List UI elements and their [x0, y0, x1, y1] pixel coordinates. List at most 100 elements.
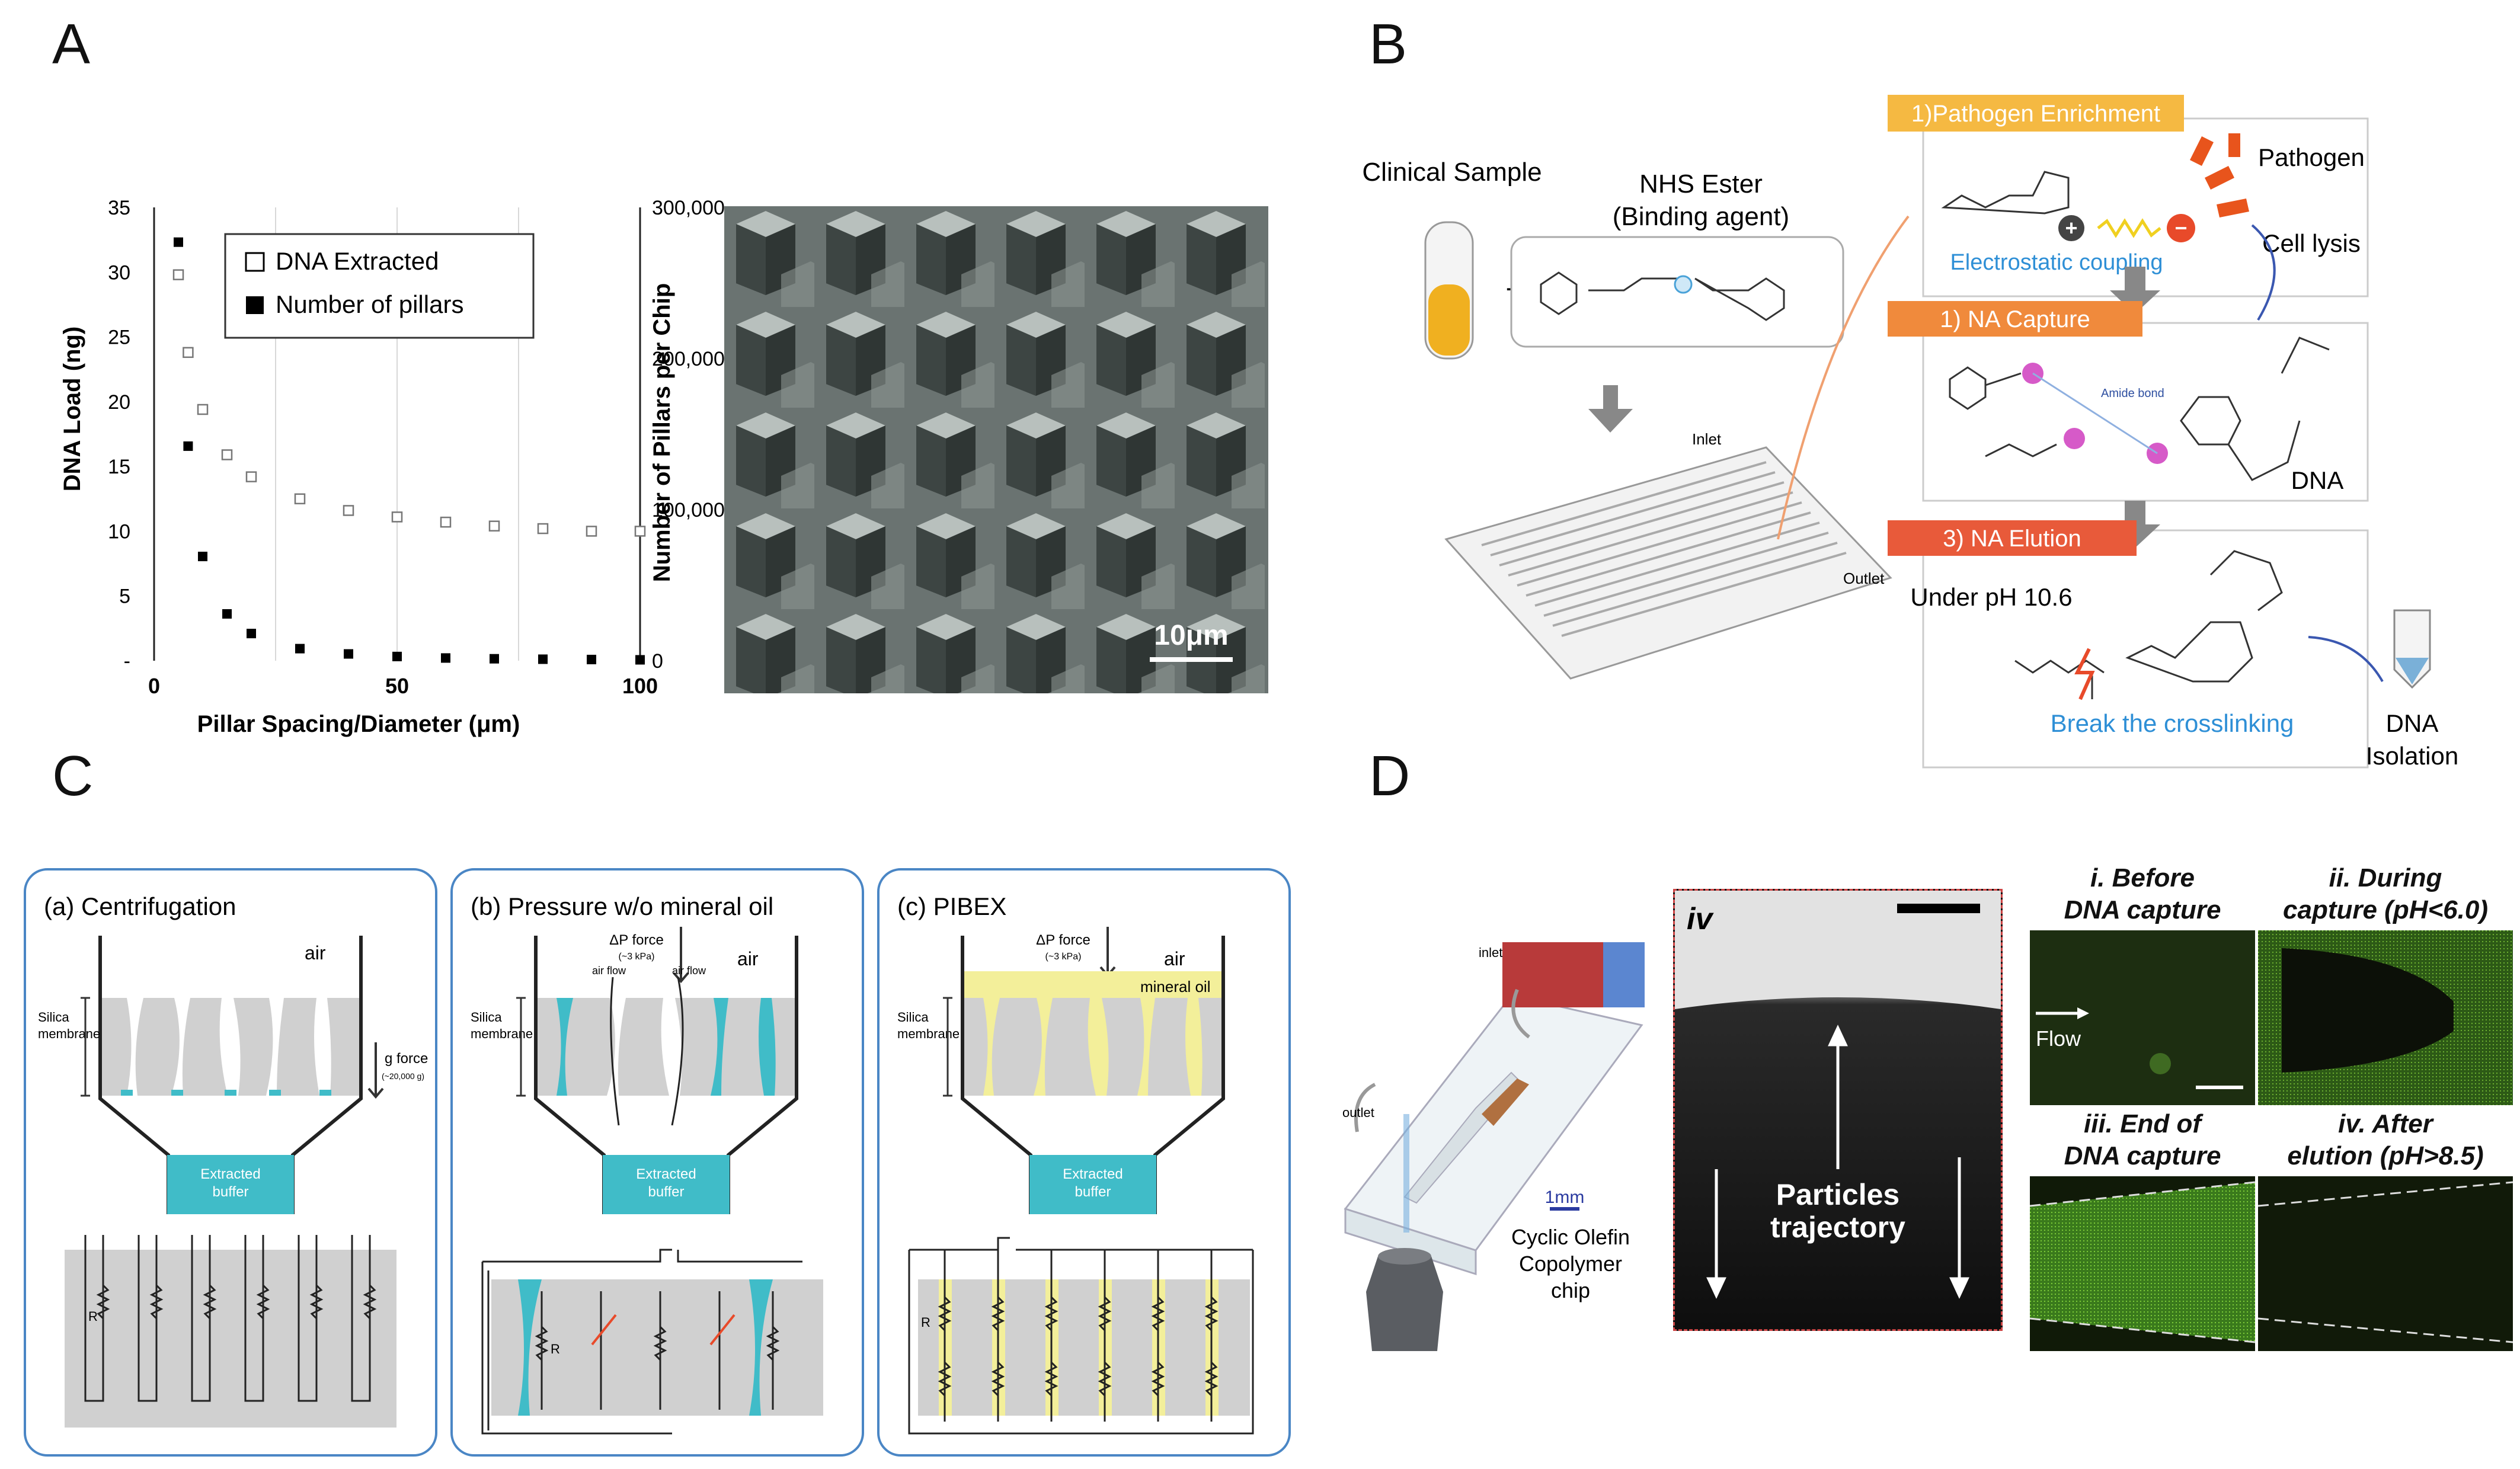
step2-label: 1) NA Capture	[1940, 306, 2090, 332]
g-force-value: (~20,000 g)	[382, 1071, 424, 1081]
panel-label-a: A	[52, 12, 91, 76]
buffer-label: buffer	[213, 1184, 249, 1200]
isolation-arrow-icon	[2308, 636, 2384, 682]
dna-isolation-label-line2: Isolation	[2366, 742, 2458, 770]
silica-label: Silica	[897, 1010, 929, 1025]
extracted-label: Extracted	[636, 1166, 696, 1182]
buffer-label: buffer	[648, 1184, 685, 1200]
positive-charge-icon	[2058, 215, 2084, 241]
extracted-buffer	[167, 1155, 294, 1214]
step1-header	[1888, 95, 2184, 132]
g-force-arrow-icon	[367, 1042, 384, 1099]
magnet-red-icon	[1502, 942, 1603, 1007]
y-left-tick-label: 15	[108, 456, 130, 478]
pathogen-icon	[2190, 133, 2249, 217]
data-point-number-of-pillars	[635, 655, 645, 665]
chart-legend	[224, 233, 535, 339]
x-axis-title: Pillar Spacing/Diameter (μm)	[197, 711, 520, 737]
pathogen-label: Pathogen	[2258, 143, 2365, 171]
membrane-label: membrane	[38, 1026, 100, 1041]
image-i-caption-line2: DNA capture	[2064, 895, 2221, 924]
ester-molecule-icon	[1941, 171, 2070, 215]
trajectory-label: trajectory	[1770, 1211, 1905, 1244]
data-point-dna-extracted	[586, 526, 597, 537]
x-tick-label: 50	[385, 674, 409, 698]
extracted-buffer	[1029, 1155, 1156, 1214]
data-point-dna-extracted	[488, 520, 500, 532]
cell-lysis-label: Cell lysis	[2262, 229, 2361, 257]
capture-molecule-icon	[1949, 366, 2057, 457]
y-right-tick-label: 200,000	[652, 348, 725, 370]
clinical-sample-label: Clinical Sample	[1363, 158, 1542, 187]
silica-label: Silica	[38, 1010, 69, 1025]
flow-label: Flow	[2036, 1026, 2081, 1051]
y-right-tick-label: 0	[652, 650, 663, 673]
step2-header	[1888, 301, 2142, 337]
extracted-label: Extracted	[200, 1166, 260, 1182]
legend-label-dna-extracted: DNA Extracted	[276, 247, 439, 275]
nhs-ester-structure-box	[1510, 236, 1844, 348]
pressure-panel: (b) Pressure w/o mineral oil ΔP force (~…	[450, 868, 864, 1457]
magnet-blue-icon	[1603, 942, 1645, 1007]
chip-label-line1: Cyclic Olefin	[1511, 1225, 1630, 1249]
sem-image: 10μm	[724, 206, 1268, 693]
dp-force-label: ΔP force	[1036, 932, 1090, 948]
data-point-number-of-pillars	[587, 654, 596, 664]
panel-label-b: B	[1369, 12, 1408, 76]
fluorescence-image-iv	[2257, 1176, 2513, 1351]
iv-tag: iv	[1687, 902, 1714, 936]
negative-charge-icon	[2167, 214, 2195, 242]
data-point-number-of-pillars	[490, 654, 499, 664]
data-point-dna-extracted	[537, 523, 549, 535]
extracted-buffer	[603, 1155, 730, 1214]
resistor-label: R	[921, 1315, 930, 1330]
data-point-number-of-pillars	[247, 629, 256, 639]
air-label: air	[737, 948, 759, 969]
panel-b-workflow: Clinical Sample + NHS Ester (Binding age…	[1363, 95, 2458, 770]
image-iii-caption-line1: iii. End of	[2084, 1109, 2201, 1138]
x-tick-label: 0	[148, 674, 160, 698]
image-iv-caption-line2: elution (pH>8.5)	[2287, 1141, 2484, 1170]
legend-open-square-icon	[245, 252, 265, 272]
centrifugation-panel: (a) Centrifugation air Silica membrane g…	[24, 868, 437, 1457]
data-point-number-of-pillars	[344, 649, 353, 659]
mineral-oil-label: mineral oil	[1140, 978, 1211, 996]
y-left-tick-label: 30	[108, 261, 130, 284]
resistor-circuit-c: R	[908, 1237, 1254, 1435]
data-point-number-of-pillars	[295, 644, 305, 654]
dp-force-value: (~3 kPa)	[1045, 952, 1082, 962]
resistor-circuit-b: R	[481, 1249, 823, 1435]
data-point-dna-extracted	[221, 449, 233, 460]
image-iii-caption: iii. End of DNA capture	[2030, 1108, 2255, 1172]
connector-arrow	[1777, 215, 1910, 540]
microfluidic-chip-icon	[1444, 446, 1892, 680]
mineral-oil-layer	[964, 971, 1221, 998]
nhs-ester-molecule-icon	[1540, 271, 1785, 321]
inlet-label: inlet	[1479, 945, 1502, 960]
nhs-ester-label: NHS Ester	[1639, 169, 1763, 199]
y-axis-right-title: Number of Pillars per Chip	[649, 283, 675, 583]
outlet-label: outlet	[1342, 1105, 1374, 1120]
fluorescence-image-iii	[2029, 1176, 2256, 1351]
y-left-tick-label: 35	[108, 197, 130, 219]
image-ii-caption-line2: capture (pH<6.0)	[2283, 895, 2488, 924]
dna-isolation-label-line1: DNA	[2386, 709, 2439, 737]
resistor-circuit-a: R	[65, 1235, 396, 1428]
step3-label: 3) NA Elution	[1943, 526, 2081, 552]
pressure-arrow-icon	[673, 927, 689, 984]
y-left-tick-label: -	[124, 650, 130, 673]
panel-label-c: C	[52, 744, 94, 808]
centrifugation-title: (a) Centrifugation	[44, 892, 236, 920]
step3-header	[1888, 520, 2137, 556]
data-point-dna-extracted	[440, 516, 452, 528]
svg-text:+: +	[2065, 216, 2077, 240]
data-point-number-of-pillars	[538, 654, 548, 664]
microfluidic-device: outlet inlet 1mm Cyclic Olefin Copolymer…	[1342, 942, 1645, 1351]
down-arrow-icon	[1588, 385, 1633, 433]
data-point-dna-extracted	[391, 511, 403, 523]
legend-label-number-of-pillars: Number of pillars	[276, 290, 463, 318]
data-point-dna-extracted	[245, 471, 257, 482]
g-force-label: g force	[385, 1051, 428, 1067]
image-iv-caption: iv. After elution (pH>8.5)	[2258, 1108, 2513, 1172]
air-label: air	[305, 942, 326, 964]
